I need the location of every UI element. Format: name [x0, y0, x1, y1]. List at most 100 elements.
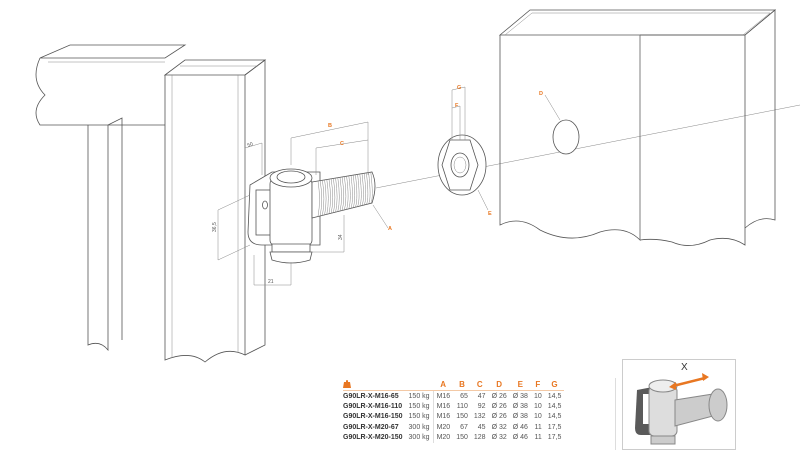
cell-c: 128 [473, 434, 486, 442]
cell-a: M16 [436, 403, 451, 411]
cell-d: Ø 26 [491, 392, 507, 400]
dimension-value-21: 21 [268, 279, 274, 285]
cell-d: Ø 26 [491, 413, 507, 421]
dimension-label-a: A [388, 226, 392, 232]
thread-line [328, 179, 331, 214]
thread-line [324, 179, 327, 215]
cell-e: Ø 38 [512, 413, 528, 421]
adjustment-inset: X [622, 359, 736, 450]
cell-b: 150 [456, 413, 468, 421]
cell-c: 45 [477, 423, 486, 431]
hinge-bracket [247, 168, 321, 264]
load-value: 300 kg [405, 432, 434, 443]
cell-e: Ø 46 [512, 434, 528, 442]
cell-e: Ø 38 [512, 392, 528, 400]
cell-b: 110 [456, 403, 468, 411]
threaded-bolt [311, 171, 376, 219]
col-a: A [433, 380, 454, 391]
thread-line [348, 175, 351, 209]
weight-icon [343, 380, 434, 391]
cell-d: Ø 26 [491, 403, 507, 411]
thread-line [322, 180, 325, 216]
thread-line [339, 177, 342, 212]
thread-line [370, 172, 373, 204]
col-b: B [453, 380, 471, 391]
cell-d: Ø 32 [491, 423, 507, 431]
thread-line [366, 172, 369, 205]
cell-g: 17,5 [547, 423, 562, 431]
thread-line [350, 175, 353, 209]
flange-nut [437, 134, 487, 196]
cell-c: 132 [473, 413, 486, 421]
cell-d: Ø 32 [491, 434, 507, 442]
cell-g: 17,5 [547, 434, 562, 442]
thread-line [361, 173, 364, 206]
model-name: G90LR-X-M20-67 [343, 423, 399, 431]
dimension-label-f: F [455, 103, 459, 109]
cell-f: 11 [534, 434, 542, 442]
divider [615, 378, 616, 450]
cell-g: 14,5 [547, 392, 562, 400]
cell-b: 65 [460, 392, 468, 400]
thread-line [359, 174, 362, 207]
hinge-adjustment-illustration [635, 373, 728, 445]
thread-line [344, 176, 347, 210]
thread-line [363, 173, 366, 206]
dimension-label-b: B [328, 123, 332, 129]
cell-b: 150 [456, 434, 468, 442]
cell-f: 11 [534, 423, 542, 431]
dimension-label-d: D [539, 91, 543, 97]
dimension-lines [217, 86, 561, 286]
thread-line [335, 178, 338, 213]
thread-line [317, 180, 320, 217]
thread-line [333, 178, 336, 213]
col-g: G [544, 380, 565, 391]
thread-line [341, 176, 344, 211]
thread-line [355, 174, 358, 208]
cell-a: M16 [436, 413, 451, 421]
dimension-label-c: C [340, 141, 344, 147]
cell-a: M20 [436, 434, 451, 442]
gate-horizontal-tube [35, 44, 187, 126]
load-value: 300 kg [405, 422, 434, 433]
col-c: C [470, 380, 489, 391]
thread-line [357, 174, 360, 207]
cell-g: 14,5 [547, 413, 562, 421]
thread-line [352, 175, 355, 208]
adjustment-label: X [681, 362, 688, 373]
square-post [498, 9, 777, 246]
col-e: E [509, 380, 531, 391]
thread-line [368, 172, 371, 204]
model-name: G90LR-X-M16-65 [343, 392, 399, 400]
cell-f: 10 [533, 392, 542, 400]
cell-e: Ø 38 [512, 403, 528, 411]
cell-a: M16 [436, 392, 451, 400]
thread-line [319, 180, 322, 216]
gate-vertical-post [163, 59, 267, 363]
gate-leg [87, 125, 109, 352]
cell-e: Ø 46 [512, 423, 528, 431]
load-value: 150 kg [405, 411, 434, 423]
col-f: F [530, 380, 545, 391]
dimension-value-50: 50 [247, 141, 254, 149]
cell-a: M20 [436, 423, 451, 431]
dimension-value-34: 34 [338, 234, 344, 240]
thread-line [330, 178, 333, 214]
cell-c: 92 [477, 403, 486, 411]
post-drill-hole [552, 119, 580, 155]
load-value: 150 kg [405, 390, 434, 402]
cell-f: 10 [533, 413, 542, 421]
cell-g: 14,5 [547, 403, 562, 411]
model-name: G90LR-X-M20-150 [343, 434, 403, 442]
thread-line [326, 179, 329, 215]
cell-c: 47 [477, 392, 486, 400]
load-value: 150 kg [405, 401, 434, 412]
thread-line [337, 177, 340, 212]
